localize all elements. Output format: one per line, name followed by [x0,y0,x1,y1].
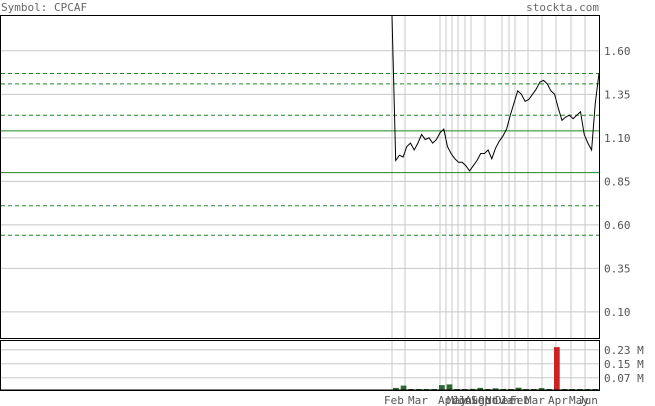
price-y-tick-label: 0.85 [604,175,631,188]
symbol-label: Symbol: CPCAF [1,1,87,14]
x-tick-label: Oct [478,394,498,406]
brand-label: stockta.com [526,1,599,14]
volume-bar [393,387,399,390]
x-tick-label: Mar [525,394,545,406]
price-y-tick-label: 0.35 [604,262,631,275]
x-tick-label: Jun [578,394,598,406]
price-y-tick-label: 0.10 [604,306,631,319]
x-tick-label: Apr [438,394,458,406]
volume-y-tick-label: 0.07 M [604,372,644,385]
volume-panel-frame [0,340,600,391]
x-tick-label: Dec [495,394,515,406]
x-tick-label: Sep [471,394,491,406]
volume-bar [492,388,499,391]
x-tick-label: Nov [485,394,505,406]
price-panel-frame [0,15,600,339]
price-y-tick-label: 1.35 [604,88,631,101]
price-levels [1,72,599,236]
volume-bar [446,384,453,390]
volume-grid [1,341,599,390]
x-tick-label: Jun [452,394,472,406]
x-tick-label: May [569,394,589,406]
volume-y-tick-label: 0.23 M [604,344,644,357]
x-tick-label: Feb [384,394,404,406]
volume-y-axis: 0.23 M0.15 M0.07 M [604,344,644,385]
price-y-tick-label: 1.10 [604,132,631,145]
x-tick-label: Jan [500,394,520,406]
x-tick-label: Aug [465,394,485,406]
x-tick-label: Apr [548,394,568,406]
price-y-tick-label: 0.60 [604,219,631,232]
price-series [391,15,600,172]
price-line [391,15,600,172]
price-grid [1,16,599,338]
volume-bar [538,388,545,390]
x-tick-label: Feb [510,394,530,406]
volume-bar [469,388,476,390]
volume-y-tick-label: 0.15 M [604,358,644,371]
x-tick-label: Jul [458,394,478,406]
volume-bar [439,385,445,390]
volume-bar [400,385,407,390]
price-y-axis: 1.60 1.35 1.10 0.85 0.60 0.35 0.10 [604,45,631,319]
price-y-tick-label: 1.60 [604,45,631,58]
chart-frames [0,15,600,391]
x-tick-label: May [447,394,467,406]
x-tick-label: Mar [408,394,428,406]
volume-bar [554,347,560,390]
volume-bar [515,387,522,390]
volume-bar [477,387,483,390]
